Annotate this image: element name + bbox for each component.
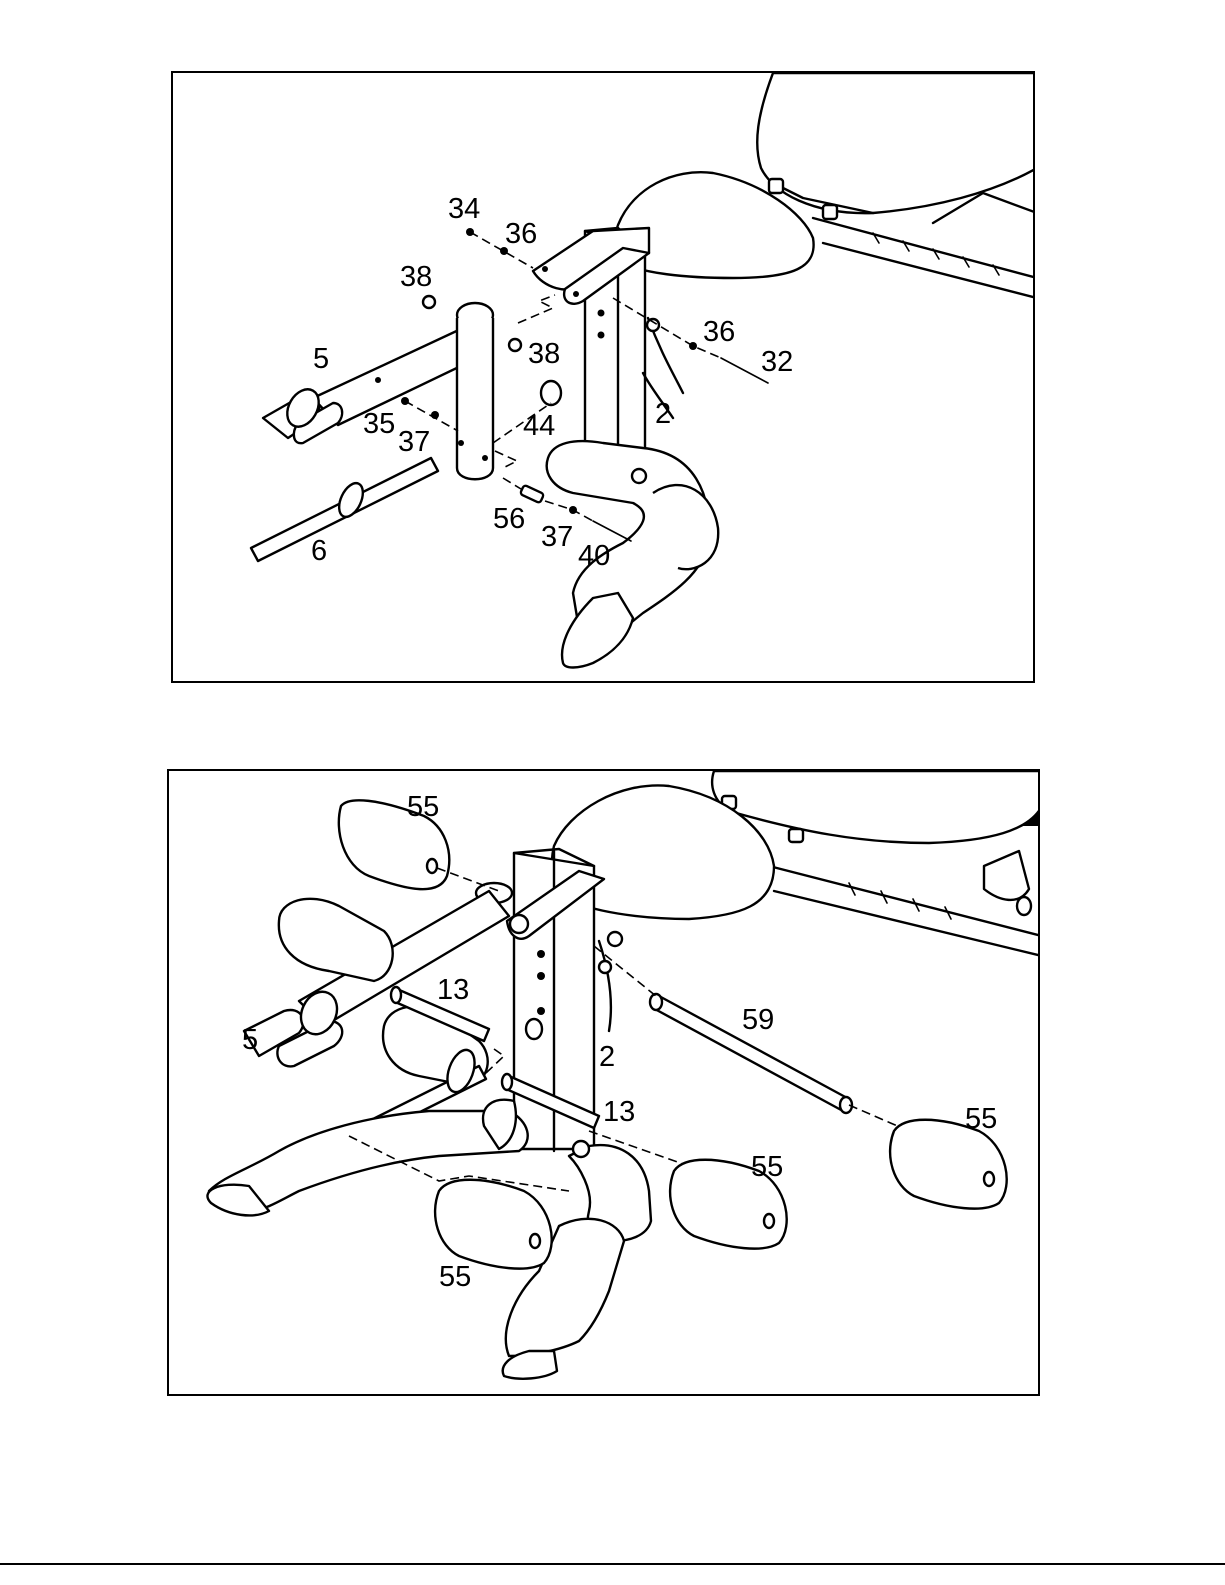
- part-label-36: 36: [505, 218, 537, 250]
- part-label-55: 55: [407, 791, 439, 823]
- alignment-line: [495, 451, 517, 468]
- part-label-37: 37: [398, 426, 430, 458]
- post-hole: [598, 310, 605, 317]
- cap-44: [541, 381, 561, 405]
- rod-end: [650, 994, 662, 1010]
- arm-hole: [375, 377, 381, 383]
- tube-hole: [482, 455, 488, 461]
- part-label-36: 36: [703, 316, 735, 348]
- part-label-6: 6: [311, 535, 327, 567]
- seat-foot: [769, 179, 783, 193]
- part-label-13: 13: [437, 974, 469, 1006]
- bolt-40: [593, 521, 631, 541]
- roller-hole: [984, 1172, 994, 1186]
- tube-hole: [458, 440, 464, 446]
- post-hole: [537, 950, 545, 958]
- post-hole: [537, 972, 545, 980]
- strut-end: [647, 319, 659, 331]
- bracket-hole: [542, 266, 548, 272]
- washer-36: [689, 342, 697, 350]
- strut-end: [599, 961, 611, 973]
- foot-cap: [562, 593, 633, 668]
- strut-end: [608, 932, 622, 946]
- support-strut: [599, 941, 611, 1031]
- bracket-eye: [510, 915, 528, 933]
- part-label-5: 5: [313, 343, 329, 375]
- bracket-hole: [573, 291, 579, 297]
- part-label-56: 56: [493, 503, 525, 535]
- page-bottom-rule: [0, 1563, 1225, 1565]
- post-hole: [598, 332, 605, 339]
- part-label-44: 44: [523, 410, 555, 442]
- foam-roller: [435, 1180, 552, 1269]
- part-label-13: 13: [603, 1096, 635, 1128]
- post-hole: [537, 1007, 545, 1015]
- exploded-diagram-1: 34 36 38 5 38 36 32 35 37 44 2 56 37 40 …: [173, 73, 1035, 683]
- seat-rail: [823, 243, 1035, 298]
- rear-bracket: [984, 851, 1029, 900]
- knob-38: [423, 296, 435, 308]
- post-bolt: [573, 1141, 589, 1157]
- part-label-5: 5: [242, 1024, 258, 1056]
- part-label-59: 59: [742, 1004, 774, 1036]
- exploded-diagram-2: 55 13 5 2 59 13 55 55 55: [169, 771, 1040, 1396]
- arm-vertical-tube: [457, 318, 493, 479]
- rear-knob: [1017, 897, 1031, 915]
- part-label-40: 40: [578, 540, 610, 572]
- part-label-38: 38: [528, 338, 560, 370]
- part-label-55: 55: [965, 1103, 997, 1135]
- rod-end: [391, 987, 401, 1003]
- part-label-38: 38: [400, 261, 432, 293]
- peg: [526, 1019, 542, 1039]
- part-label-37: 37: [541, 521, 573, 553]
- roller-hole: [530, 1234, 540, 1248]
- knob-38: [509, 339, 521, 351]
- part-label-55: 55: [751, 1151, 783, 1183]
- part-label-34: 34: [448, 193, 480, 225]
- seat-pad: [712, 771, 1040, 843]
- seat-foot: [789, 829, 803, 842]
- alignment-line: [518, 295, 555, 323]
- roller-hole: [427, 859, 437, 873]
- foam-roller: [279, 899, 393, 981]
- post-bolt: [632, 469, 646, 483]
- seat-foot: [823, 205, 837, 219]
- part-label-2: 2: [599, 1041, 615, 1073]
- part-label-55: 55: [439, 1261, 471, 1293]
- roller-hole: [764, 1214, 774, 1228]
- seat-pad: [757, 73, 1035, 213]
- part-label-35: 35: [363, 408, 395, 440]
- part-label-2: 2: [655, 398, 671, 430]
- rod-end: [502, 1074, 512, 1090]
- sleeve-56: [520, 485, 544, 503]
- assembly-step-panel-1: 34 36 38 5 38 36 32 35 37 44 2 56 37 40 …: [171, 71, 1035, 683]
- part-label-32: 32: [761, 346, 793, 378]
- assembly-step-panel-2: 55 13 5 2 59 13 55 55 55: [167, 769, 1040, 1396]
